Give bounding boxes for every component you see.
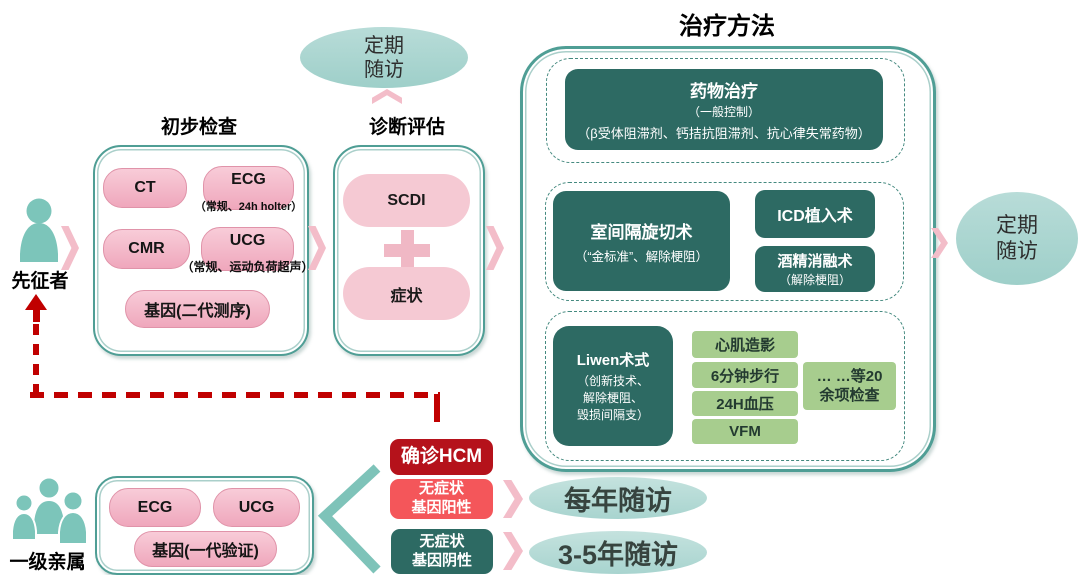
pill-cmr: CMR: [103, 229, 190, 269]
surgery-dashed-box: [545, 182, 904, 301]
pill-family-ucg: UCG: [213, 488, 300, 527]
pill-ecg: ECG （常规、24h holter）: [195, 166, 302, 213]
check-vfm: VFM: [692, 419, 798, 444]
septal-myectomy-title: 室间隔旋切术: [590, 222, 693, 242]
check-24h-bp: 24H血压: [692, 391, 798, 416]
outcome-asymptomatic-gene-negative: 无症状 基因阴性: [391, 529, 493, 574]
pill-gene-ngs: 基因(二代测序): [125, 290, 270, 328]
liwen-dashed-box: [545, 311, 905, 461]
pill-ecg-sub: （常规、24h holter）: [194, 201, 303, 213]
relatives-group-icon: [12, 477, 88, 545]
chevron-up-icon: [372, 89, 402, 104]
check-more-box: … …等20 余项检查: [803, 362, 896, 410]
pill-gene-sanger: 基因(一代验证): [134, 531, 277, 567]
alcohol-ablation-box: 酒精消融术 （解除梗阻）: [755, 246, 875, 292]
initial-exam-title: 初步检查: [160, 117, 237, 138]
plus-icon: +: [384, 230, 430, 271]
red-dashed-line-corner: [434, 394, 440, 422]
arrow-negative-to-3-5y-icon: [503, 532, 523, 570]
check-6min-walk: 6分钟步行: [692, 362, 798, 388]
three-five-year-followup-ellipse: 3-5年随访: [529, 531, 707, 574]
liwen-sub-line1: （创新技术、: [576, 374, 649, 388]
liwen-title: Liwen术式: [576, 352, 650, 369]
septal-myectomy-box: 室间隔旋切术 （“金标准”、解除梗阻）: [553, 191, 730, 291]
check-more-line1: … …等20: [816, 367, 883, 385]
red-arrow-shaft: [32, 309, 40, 322]
annual-followup-ellipse: 每年随访: [529, 477, 707, 519]
liwen-procedure-box: Liwen术式 （创新技术、 解除梗阻、 毁损间隔支）: [553, 326, 673, 446]
arrow-positive-to-annual-icon: [503, 480, 523, 518]
followup-right-line1: 定期: [996, 213, 1038, 238]
pill-ct: CT: [103, 168, 187, 208]
proband-label: 先征者: [11, 271, 69, 292]
red-dashed-line-horizontal: [30, 392, 440, 398]
drug-therapy-title: 药物治疗: [690, 82, 758, 101]
relatives-label: 一级亲属: [9, 552, 86, 573]
alcohol-ablation-title: 酒精消融术: [777, 253, 853, 270]
followup-top-line1: 定期: [364, 34, 404, 57]
check-myocardial-contrast: 心肌造影: [692, 331, 798, 358]
red-arrow-up-icon: [25, 294, 47, 310]
arrow-diagnosis-to-treatment-icon: [486, 226, 504, 270]
outcome-confirmed-hcm: 确诊HCM: [390, 439, 493, 475]
pill-ucg: UCG （常规、运动负荷超声）: [181, 227, 314, 274]
followup-right-ellipse: 定期 随访: [956, 192, 1078, 285]
alcohol-ablation-sub: （解除梗阻）: [778, 273, 851, 287]
drug-therapy-box: 药物治疗 （一般控制） （β受体阻滞剂、钙拮抗阻滞剂、抗心律失常药物）: [565, 69, 883, 150]
branch-bracket-icon: [317, 464, 381, 574]
followup-top-ellipse: 定期 随访: [300, 27, 468, 88]
septal-myectomy-sub: （“金标准”、解除梗阻）: [574, 249, 709, 264]
pill-family-ecg: ECG: [109, 488, 201, 527]
outcome-asymptomatic-gene-positive: 无症状 基因阳性: [390, 479, 493, 519]
proband-person-icon: [20, 198, 58, 262]
drug-therapy-detail: （β受体阻滞剂、钙拮抗阻滞剂、抗心律失常药物）: [577, 126, 871, 141]
followup-top-line2: 随访: [364, 58, 404, 81]
followup-right-line2: 随访: [996, 238, 1038, 263]
drug-therapy-dashed-box: [546, 58, 905, 163]
liwen-sub-line2: 解除梗阻、: [582, 391, 643, 405]
check-more-line2: 余项检查: [819, 387, 880, 404]
pill-ucg-sub: （常规、运动负荷超声）: [181, 260, 314, 274]
red-dashed-line-vertical: [33, 324, 39, 394]
drug-therapy-sub: （一般控制）: [687, 105, 760, 119]
diagnosis-title: 诊断评估: [368, 117, 445, 138]
icd-implant-box: ICD植入术: [755, 190, 875, 238]
pill-scdi: SCDI: [343, 174, 470, 227]
pill-symptom: 症状: [343, 267, 470, 320]
liwen-sub-line3: 毁损间隔支）: [576, 408, 649, 422]
treatment-title: 治疗方法: [679, 13, 775, 40]
